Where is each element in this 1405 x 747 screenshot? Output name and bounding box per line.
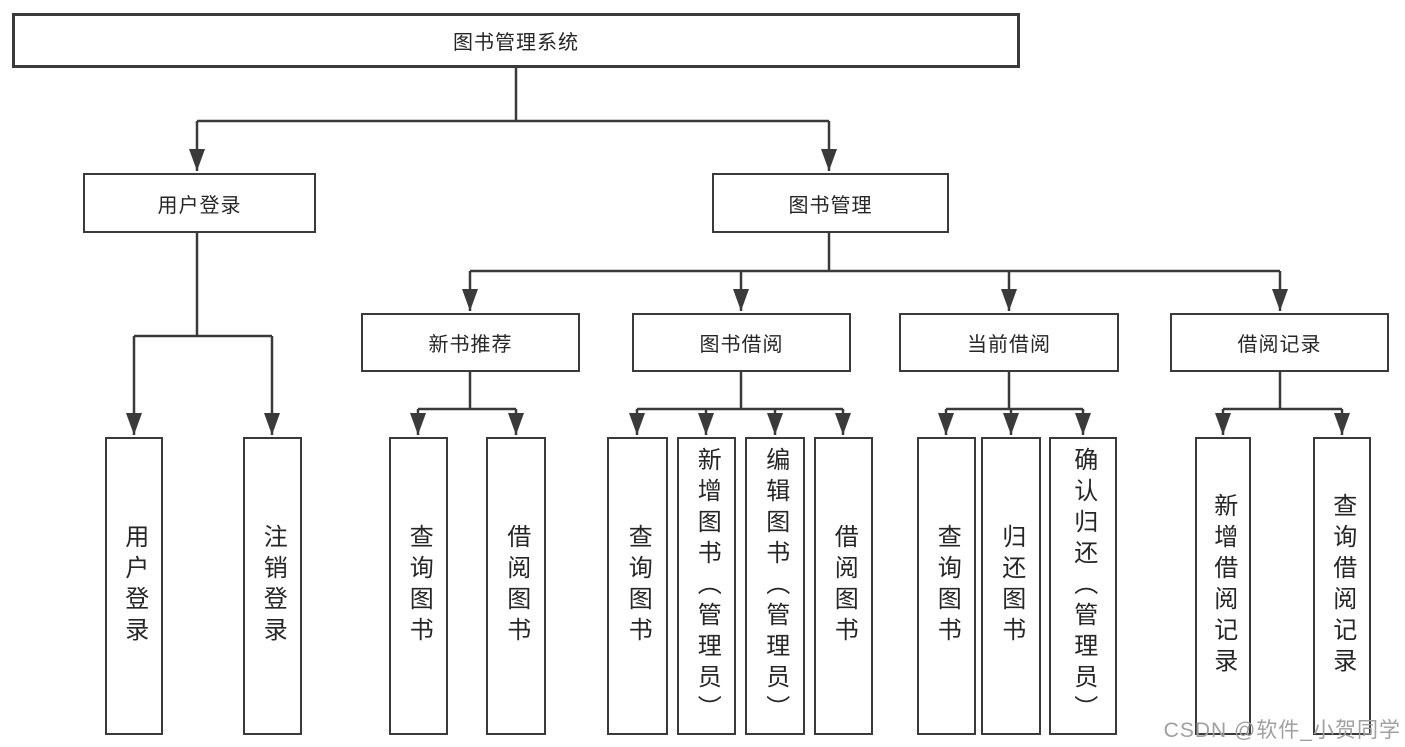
connector-current-to-leaves <box>946 372 1083 411</box>
node-label: 查询借阅记录 <box>1328 493 1356 679</box>
node-label: 查询图书 <box>405 524 433 648</box>
leaf-query-books-2: 查询图书 <box>607 437 668 735</box>
node-label: 借阅图书 <box>502 524 530 648</box>
node-book-borrowing: 图书借阅 <box>632 313 851 372</box>
leaf-return-books: 归还图书 <box>981 437 1041 735</box>
leaf-edit-books-admin: 编辑图书（管理员） <box>745 437 805 735</box>
node-label: 确认归还（管理员） <box>1069 446 1097 726</box>
node-label: 借阅记录 <box>1237 334 1322 356</box>
node-label: 注销登录 <box>259 524 287 648</box>
node-label: 编辑图书（管理员） <box>761 446 789 726</box>
node-label: 当前借阅 <box>967 334 1051 356</box>
node-new-book-recommend: 新书推荐 <box>361 313 580 372</box>
node-current-borrowing: 当前借阅 <box>899 313 1119 372</box>
node-book-management: 图书管理 <box>712 173 949 233</box>
connector-root-to-level2 <box>197 68 829 123</box>
leaf-query-borrow-record: 查询借阅记录 <box>1313 437 1371 735</box>
node-label: 图书借阅 <box>699 334 784 356</box>
leaf-confirm-return-admin: 确认归还（管理员） <box>1049 437 1117 735</box>
node-label: 归还图书 <box>997 524 1025 648</box>
leaf-query-books-1: 查询图书 <box>389 437 448 735</box>
leaf-logout: 注销登录 <box>243 437 302 735</box>
leaf-add-books-admin: 新增图书（管理员） <box>677 437 736 735</box>
leaf-borrow-books-2: 借阅图书 <box>814 437 873 735</box>
connector-bookmgmt-to-level3 <box>470 233 1280 273</box>
connector-newbooks-to-leaves <box>418 372 516 411</box>
leaf-user-login: 用户登录 <box>105 437 163 735</box>
csdn-watermark: CSDN @软件_小贺同学 <box>1163 719 1401 742</box>
node-label: 查询图书 <box>933 524 961 648</box>
node-label: 新增借阅记录 <box>1209 493 1237 679</box>
connector-records-to-leaves <box>1223 372 1342 411</box>
node-label: 图书管理系统 <box>453 32 579 54</box>
connector-borrowing-to-leaves <box>637 372 843 411</box>
node-user-login: 用户登录 <box>83 173 316 233</box>
node-label: 用户登录 <box>157 194 242 217</box>
node-label: 新增图书（管理员） <box>693 446 721 726</box>
leaf-query-books-3: 查询图书 <box>917 437 976 735</box>
node-label: 新书推荐 <box>428 334 513 356</box>
node-label: 查询图书 <box>624 524 652 648</box>
leaf-borrow-books-1: 借阅图书 <box>486 437 546 735</box>
leaf-add-borrow-record: 新增借阅记录 <box>1195 437 1251 735</box>
node-label: 借阅图书 <box>830 524 858 648</box>
node-label: 图书管理 <box>788 194 873 217</box>
node-borrow-records: 借阅记录 <box>1170 313 1389 372</box>
connector-userlogin-to-leaves <box>134 233 272 338</box>
node-library-management-system: 图书管理系统 <box>12 13 1020 68</box>
node-label: 用户登录 <box>120 524 148 648</box>
